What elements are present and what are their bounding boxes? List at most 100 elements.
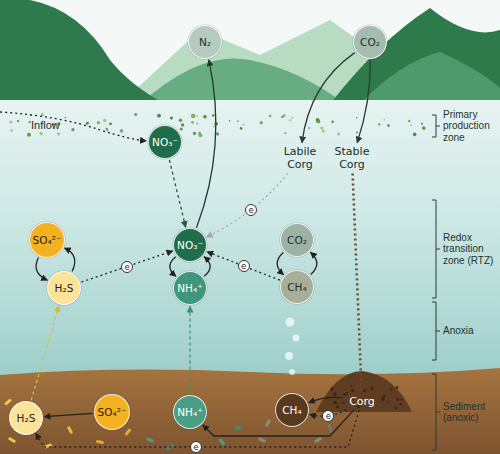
plankton-speck: [281, 116, 283, 118]
inflow-label: Inflow: [31, 119, 81, 132]
microbe: [265, 419, 272, 427]
node-label: Corg: [349, 395, 375, 408]
node-label: CH₄: [287, 281, 306, 293]
molecule-circle: CH₄: [280, 270, 314, 304]
node-label: CO₂: [287, 234, 307, 246]
left-mountain: [0, 0, 165, 104]
reaction-arrow: [309, 397, 343, 402]
node-label: NH₄⁺: [177, 406, 203, 418]
zone-label: Primary production zone: [443, 109, 500, 144]
plankton-speck: [413, 133, 417, 137]
plankton-speck: [40, 133, 42, 135]
molecule-circle: H₂S: [9, 401, 43, 435]
molecule-circle: SO₄²⁻: [94, 394, 130, 430]
organic-particle: [395, 407, 398, 410]
molecule-circle: H₂S: [47, 271, 81, 305]
plankton-speck: [320, 127, 323, 130]
organic-particle: [396, 398, 399, 401]
molecule-circle: CH₄: [275, 393, 309, 427]
microbe: [234, 426, 242, 430]
plankton-speck: [410, 125, 412, 127]
plankton-speck: [384, 119, 386, 121]
plankton-speck: [378, 123, 380, 125]
zone-bracket: [432, 374, 440, 450]
reaction-arrow: [170, 257, 176, 276]
microbe: [124, 428, 131, 436]
node-label: N₂: [199, 36, 211, 48]
methane-bubble: [286, 318, 295, 327]
reaction-arrow: [45, 413, 93, 416]
plankton-speck: [331, 121, 333, 123]
microbe: [218, 438, 225, 446]
node-label: Stable Corg: [332, 145, 372, 171]
plankton-speck: [134, 113, 137, 116]
reaction-arrow: [197, 60, 216, 228]
node-label: NO₃⁻: [177, 239, 203, 251]
plankton-speck: [229, 120, 231, 122]
methane-bubble: [285, 352, 293, 360]
plankton-speck: [106, 129, 108, 131]
reaction-arrow: [36, 258, 47, 281]
plankton-speck: [308, 127, 310, 129]
organic-particle: [401, 398, 403, 400]
microbe: [8, 437, 16, 444]
plankton-speck: [191, 114, 195, 118]
zone-bracket: [432, 200, 440, 298]
microbe: [327, 424, 333, 433]
organic-particle: [330, 388, 333, 391]
zone-label: Redox transition zone (RTZ): [443, 232, 500, 267]
organic-particle: [333, 393, 337, 397]
plankton-speck: [57, 132, 60, 135]
reaction-arrow: [207, 252, 280, 280]
plankton-speck: [260, 121, 263, 124]
plankton-speck: [387, 124, 390, 127]
plankton-speck: [212, 114, 214, 116]
plankton-speck: [40, 132, 43, 135]
reaction-arrow: [357, 61, 370, 143]
reaction-arrow: [189, 307, 190, 394]
reaction-arrow: [65, 248, 75, 271]
reaction-arrow: [31, 306, 59, 400]
plankton-speck: [27, 133, 31, 137]
microbe: [96, 440, 104, 444]
organic-particle: [383, 394, 386, 397]
plankton-speck: [237, 120, 239, 122]
plankton-speck: [42, 115, 44, 117]
electron-label: e: [121, 261, 133, 273]
zone-brackets: [432, 115, 440, 450]
decoration-group: [4, 113, 426, 450]
molecule-circle: N₂: [188, 25, 222, 59]
organic-particle: [346, 392, 348, 394]
molecule-circle: NH₄⁺: [173, 271, 207, 305]
plankton-speck: [28, 121, 31, 124]
node-label: H₂S: [17, 412, 36, 424]
microbe: [44, 443, 53, 449]
plankton-speck: [408, 120, 411, 123]
reaction-arrow: [311, 252, 317, 274]
zone-bracket: [432, 115, 440, 137]
organic-particle: [342, 402, 344, 404]
microbe: [258, 437, 267, 443]
zone-label: Sediment (anoxic): [443, 401, 500, 424]
organic-particle: [351, 385, 353, 387]
plankton-speck: [240, 127, 243, 130]
reaction-arrow: [82, 251, 173, 282]
plankton-speck: [356, 132, 358, 134]
molecule-circle: NO₃⁻: [173, 228, 207, 262]
organic-particle: [336, 406, 339, 409]
reaction-arrow: [204, 257, 210, 276]
plankton-speck: [9, 120, 12, 123]
organic-particle: [399, 403, 402, 406]
plankton-speck: [269, 115, 272, 118]
organic-particle: [333, 401, 337, 405]
right-mountain: [330, 8, 500, 104]
plankton-speck: [179, 119, 182, 122]
node-label: CO₂: [360, 36, 380, 48]
node-label: SO₄²⁻: [98, 406, 127, 418]
plankton-speck: [86, 122, 89, 125]
reaction-arrow: [302, 53, 355, 143]
organic-particle: [331, 389, 333, 391]
node-label: H₂S: [55, 282, 74, 294]
